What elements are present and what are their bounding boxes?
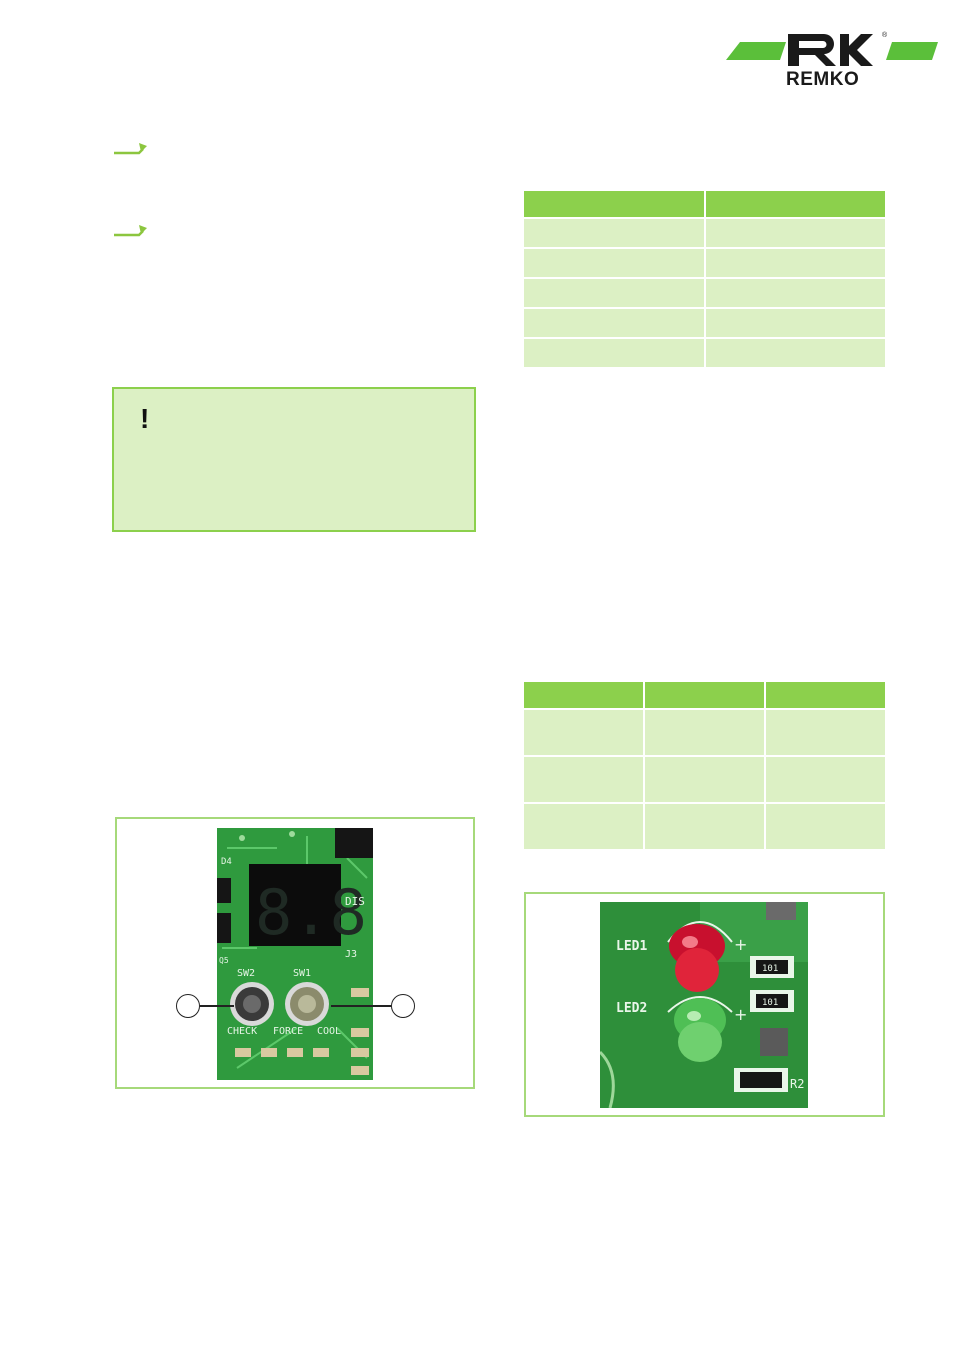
table-cell [766, 710, 885, 755]
header-cell [766, 682, 885, 708]
table-row [524, 309, 885, 337]
table-cell [645, 710, 764, 755]
table-cell [705, 339, 885, 367]
svg-text:LED1: LED1 [616, 939, 647, 954]
table-cell [524, 309, 704, 337]
table-cell [705, 309, 885, 337]
table-row [524, 757, 885, 802]
remko-logo-graphic: ® [726, 31, 938, 66]
table-cell [524, 804, 643, 849]
svg-text:SW1: SW1 [293, 968, 311, 979]
table-2 [522, 680, 887, 851]
table-row [524, 279, 885, 307]
remko-logo: ® REMKO [722, 27, 942, 97]
svg-text:COOL: COOL [317, 1026, 341, 1037]
header-cell [705, 191, 885, 217]
table-cell [766, 804, 885, 849]
led-board-photo: LED1 LED2 + + 101 101 R2 [600, 902, 808, 1108]
table-row [524, 219, 885, 247]
table-cell [645, 804, 764, 849]
table-row [524, 710, 885, 755]
arrow-right-icon [113, 140, 147, 156]
table-cell [705, 249, 885, 277]
svg-text:J3: J3 [345, 949, 357, 960]
svg-text:+: + [734, 1005, 747, 1024]
figure-control-board: 8.8. D4 DIS J3 Q5 SW2 SW1 CHECK FORCE CO… [115, 817, 475, 1089]
table-cell [524, 757, 643, 802]
table-cell [645, 757, 764, 802]
callout-line [200, 1005, 234, 1007]
svg-text:CHECK: CHECK [227, 1026, 257, 1037]
svg-text:LED2: LED2 [616, 1001, 647, 1016]
table-cell [705, 279, 885, 307]
svg-text:FORCE: FORCE [273, 1026, 303, 1037]
header-cell [645, 682, 764, 708]
header-cell [524, 191, 704, 217]
table-cell [524, 710, 643, 755]
table-row [524, 804, 885, 849]
table-cell [524, 339, 704, 367]
logo-wordmark: REMKO [786, 69, 860, 90]
table-cell [766, 757, 885, 802]
svg-text:+: + [734, 935, 747, 954]
callout-marker [391, 994, 415, 1018]
table-row [524, 339, 885, 367]
arrow-right-icon [113, 222, 147, 238]
display-digits: 8.8. [255, 876, 373, 949]
table-cell [524, 219, 704, 247]
table-header-row [524, 191, 885, 217]
table-1 [522, 189, 887, 369]
svg-text:SW2: SW2 [237, 968, 255, 979]
table-cell [705, 219, 885, 247]
callout-line [331, 1005, 391, 1007]
svg-text:101: 101 [762, 998, 778, 1008]
notice-box: ! [112, 387, 476, 532]
table-cell [524, 249, 704, 277]
table-cell [524, 279, 704, 307]
svg-text:DIS: DIS [345, 895, 365, 908]
exclamation-icon: ! [140, 403, 150, 434]
svg-text:D4: D4 [221, 857, 232, 867]
svg-text:101: 101 [762, 964, 778, 974]
svg-text:®: ® [882, 31, 888, 39]
table-row [524, 249, 885, 277]
figure-led-board: LED1 LED2 + + 101 101 R2 [524, 892, 885, 1117]
svg-text:R2: R2 [790, 1077, 804, 1091]
callout-marker [176, 994, 200, 1018]
svg-text:Q5: Q5 [219, 956, 229, 965]
control-board-photo: 8.8. D4 DIS J3 Q5 SW2 SW1 CHECK FORCE CO… [217, 828, 373, 1080]
header-cell [524, 682, 643, 708]
table-header-row [524, 682, 885, 708]
